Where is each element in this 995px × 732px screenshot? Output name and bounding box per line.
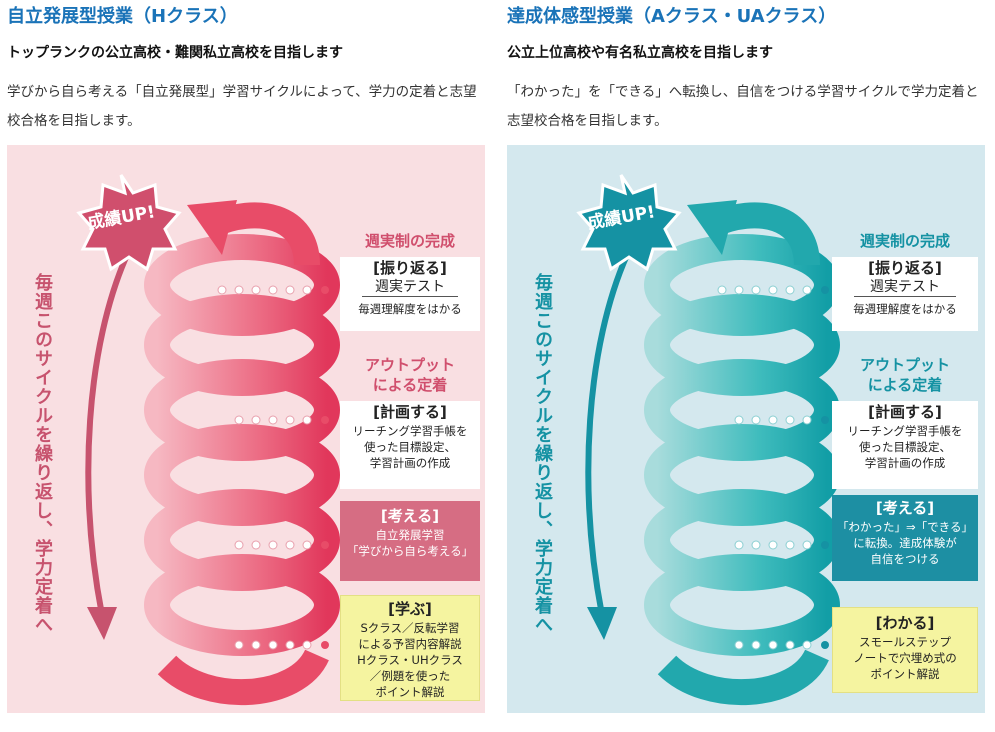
think-desc-line2: 「学びから自ら考える」 — [346, 544, 474, 558]
review-desc: 毎週理解度をはかる — [853, 302, 957, 316]
plan-title: [計画する] — [868, 403, 942, 421]
think-desc-line3: 自信をつける — [870, 552, 940, 566]
stage2-heading-line1: アウトプット — [859, 356, 950, 374]
plan-desc-line1: リーチング学習手帳を — [352, 424, 468, 438]
review-desc: 毎週理解度をはかる — [358, 302, 462, 316]
understand-title: [わかる] — [875, 614, 935, 632]
a-class-section: 達成体感型授業（Aクラス・UAクラス） 公立上位高校や有名私立高校を目指します … — [507, 0, 985, 732]
think-box: [考える] 自立発展学習 「学びから自ら考える」 — [340, 501, 480, 581]
cycle-vertical-caption: 毎週このサイクルを繰り返し、学力定着へ — [32, 273, 53, 634]
learn-desc-line4: ／例題を使った — [369, 669, 451, 683]
stage2-heading: アウトプット による定着 — [340, 355, 480, 395]
badge-starburst — [76, 174, 182, 272]
plan-title: [計画する] — [373, 403, 447, 421]
plan-desc-line2: 使った目標設定、 — [364, 440, 456, 454]
stage2-heading-line2: による定着 — [372, 376, 448, 394]
learn-box: [学ぶ] Sクラス／反転学習 による予習内容解説 Hクラス・UHクラス ／例題を… — [340, 595, 480, 701]
understand-box: [わかる] スモールステップ ノートで穴埋め式の ポイント解説 — [832, 607, 978, 693]
plan-box: [計画する] リーチング学習手帳を 使った目標設定、 学習計画の作成 — [832, 401, 978, 489]
review-title: [振り返る] — [868, 259, 942, 277]
think-title: [考える] — [875, 499, 935, 517]
plan-desc-line1: リーチング学習手帳を — [847, 424, 963, 438]
review-subtitle: 週実テスト — [362, 279, 458, 297]
review-subtitle: 週実テスト — [854, 279, 956, 297]
think-desc-line1: 「わかった」⇒「できる」 — [837, 520, 973, 534]
spiral-illustration — [76, 174, 340, 706]
learning-cycle-diagram: 成績UP! 毎週このサイクルを繰り返し、学力定着へ 週実制の完成 [振り返る] … — [507, 145, 985, 713]
plan-box: [計画する] リーチング学習手帳を 使った目標設定、 学習計画の作成 — [340, 401, 480, 489]
learn-desc-line3: Hクラス・UHクラス — [357, 653, 463, 667]
section-subtitle: 公立上位高校や有名私立高校を目指します — [507, 45, 773, 61]
plan-desc-line2: 使った目標設定、 — [859, 440, 951, 454]
learning-cycle-diagram: 成績UP! 毎週このサイクルを繰り返し、学力定着へ 週実制の完成 [振り返る] … — [7, 145, 485, 713]
learn-desc-line2: による予習内容解説 — [358, 637, 462, 651]
learn-desc-line5: ポイント解説 — [375, 685, 445, 699]
understand-desc-line2: ノートで穴埋め式の — [853, 651, 957, 665]
section-title: 自立発展型授業（Hクラス） — [7, 6, 238, 27]
plan-desc-line3: 学習計画の作成 — [369, 456, 451, 470]
think-desc-line1: 自立発展学習 — [375, 528, 445, 542]
learn-title: [学ぶ] — [388, 600, 432, 618]
stage1-heading: 週実制の完成 — [859, 232, 950, 250]
stage2-heading-line2: による定着 — [867, 376, 943, 394]
section-description: 学びから自ら考える「自立発展型」学習サイクルによって、学力の定着と志望校合格を目… — [7, 84, 477, 129]
stage1-heading: 週実制の完成 — [364, 232, 455, 250]
review-box: [振り返る] 週実テスト 毎週理解度をはかる — [340, 257, 480, 331]
cycle-vertical-caption: 毎週このサイクルを繰り返し、学力定着へ — [532, 273, 553, 634]
section-description: 「わかった」を「できる」へ転換し、自信をつける学習サイクルで学力定着と志望校合格… — [507, 84, 979, 129]
badge-starburst — [576, 174, 682, 272]
review-title: [振り返る] — [373, 259, 447, 277]
spiral-illustration — [576, 174, 840, 706]
understand-desc-line1: スモールステップ — [859, 635, 951, 649]
plan-desc-line3: 学習計画の作成 — [864, 456, 946, 470]
h-class-section: 自立発展型授業（Hクラス） トップランクの公立高校・難関私立高校を目指します 学… — [7, 0, 485, 732]
learn-desc-line1: Sクラス／反転学習 — [360, 621, 460, 635]
think-box: [考える] 「わかった」⇒「できる」 に転換。達成体験が 自信をつける — [832, 495, 978, 581]
think-title: [考える] — [380, 507, 440, 525]
section-subtitle: トップランクの公立高校・難関私立高校を目指します — [7, 45, 343, 61]
stage2-heading-line1: アウトプット — [364, 356, 455, 374]
stage2-heading: アウトプット による定着 — [832, 355, 978, 395]
understand-desc-line3: ポイント解説 — [870, 667, 940, 681]
section-title: 達成体感型授業（Aクラス・UAクラス） — [507, 6, 837, 27]
review-box: [振り返る] 週実テスト 毎週理解度をはかる — [832, 257, 978, 331]
think-desc-line2: に転換。達成体験が — [853, 536, 957, 550]
